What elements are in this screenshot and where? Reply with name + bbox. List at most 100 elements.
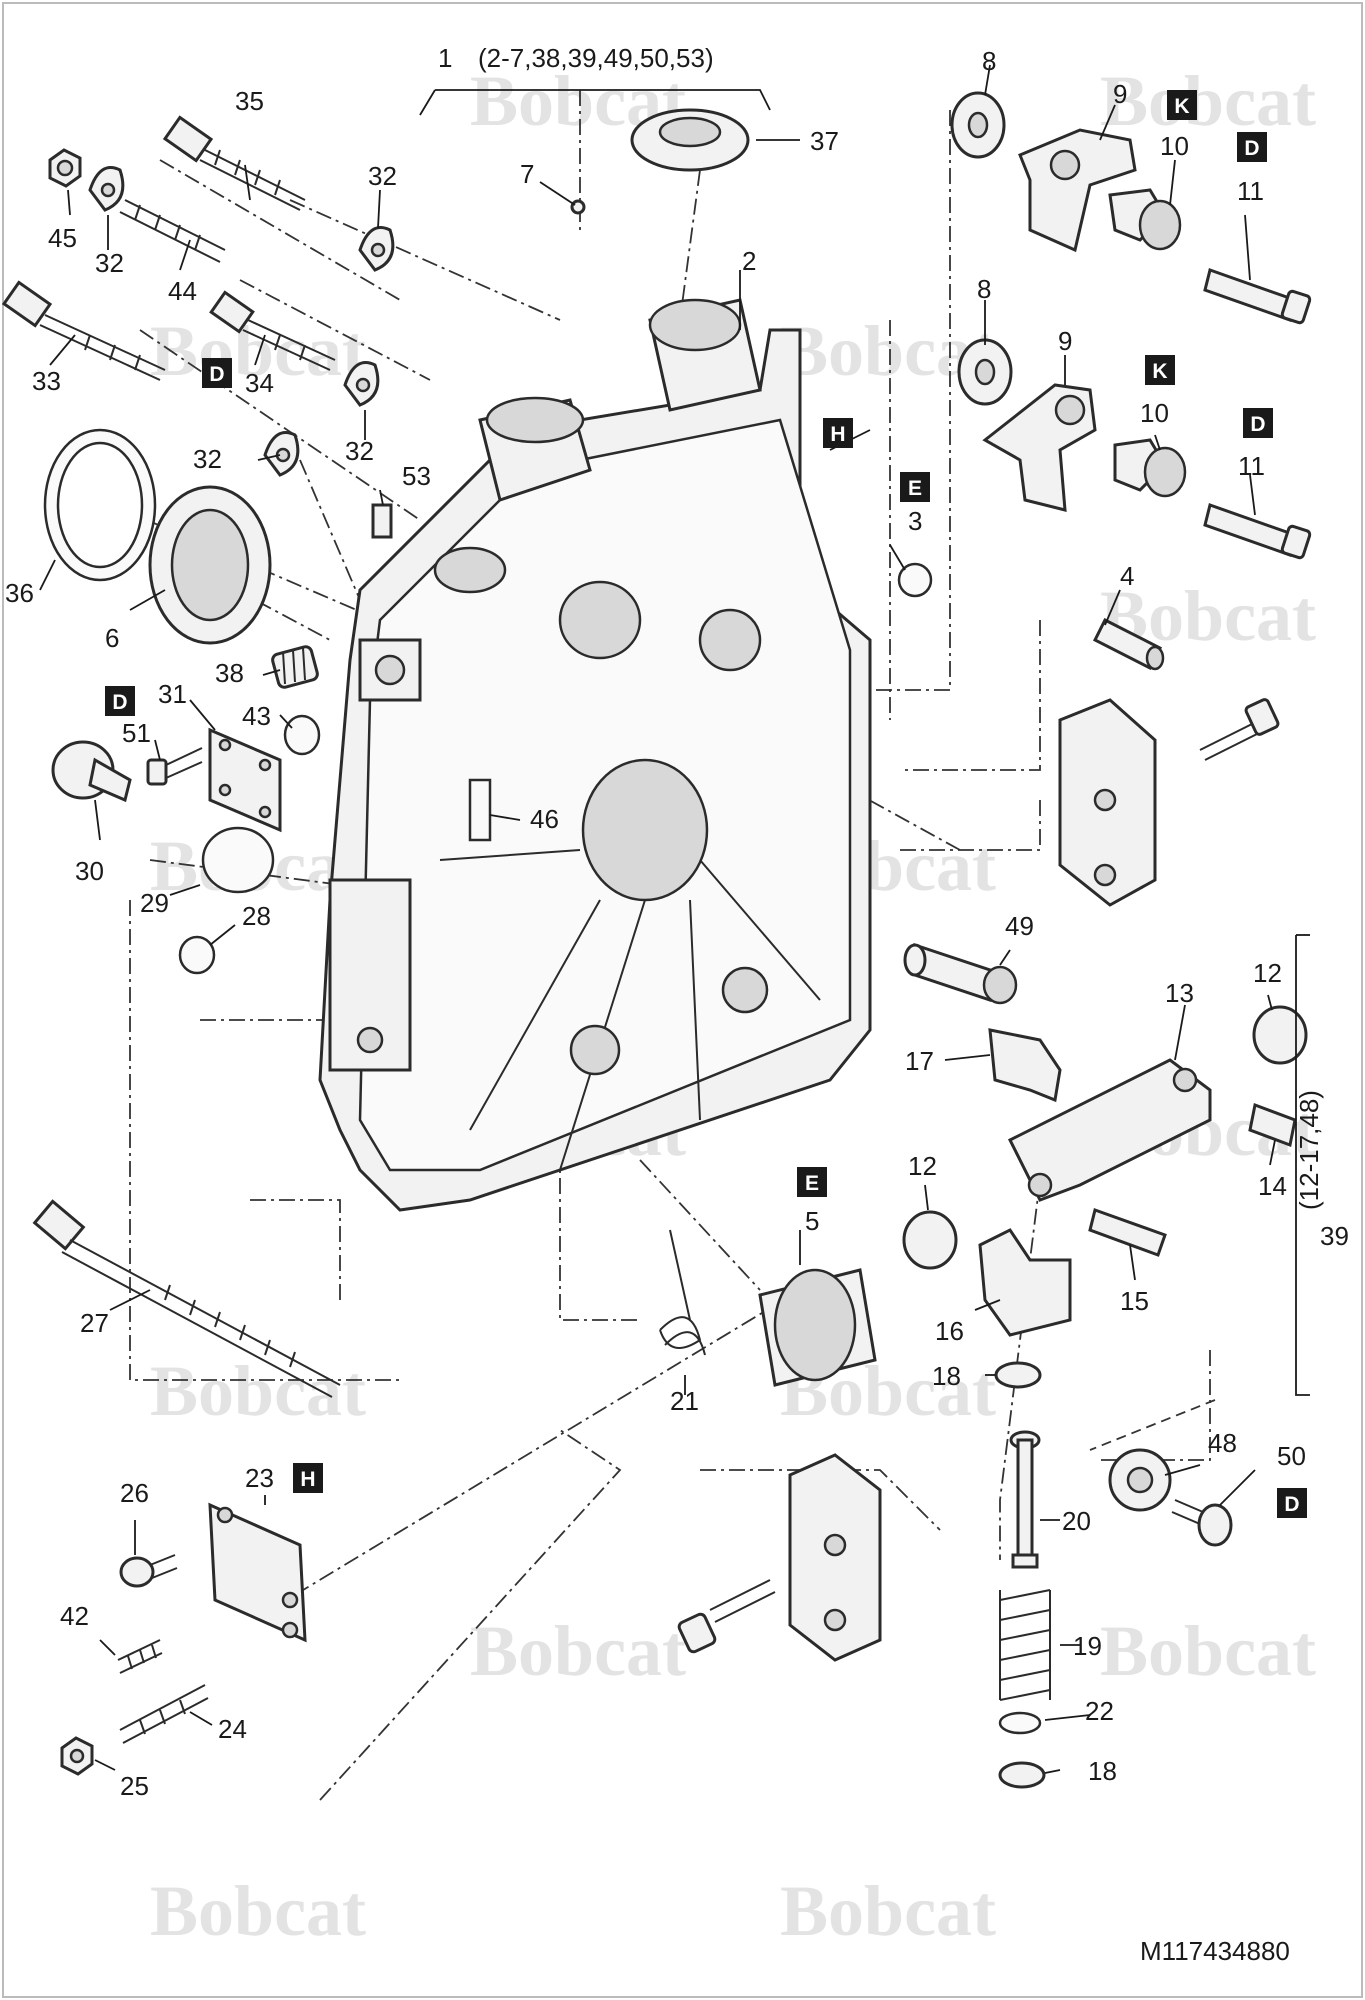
callout-48: 48 (1208, 1428, 1237, 1458)
callout-38: 38 (215, 658, 244, 688)
callout-30: 30 (75, 856, 104, 886)
ball-7 (570, 199, 586, 215)
callout-36: 36 (5, 578, 34, 608)
lever-set-upper (950, 91, 1312, 325)
callout-50: 50 (1277, 1441, 1306, 1471)
stud-44 (119, 199, 226, 263)
badges: D K K D H E D D E H D (105, 90, 1307, 1518)
nut-25 (60, 1736, 94, 1776)
badge-k: K (1167, 90, 1197, 120)
callout-8a: 8 (982, 46, 996, 76)
clip-17 (988, 1028, 1062, 1103)
svg-text:E: E (908, 477, 922, 500)
callout-53: 53 (402, 461, 431, 491)
pin-15 (1088, 1208, 1167, 1257)
stud-42 (117, 1639, 163, 1674)
callout-9a: 9 (1113, 79, 1127, 109)
callout-49: 49 (1005, 911, 1034, 941)
callout-42: 42 (60, 1601, 89, 1631)
svg-text:H: H (830, 423, 845, 446)
pin-14 (1248, 1102, 1297, 1148)
oring-28 (178, 935, 216, 975)
callout-10b: 10 (1140, 398, 1169, 428)
watermark-bobcat: Bobcat (780, 1871, 996, 1951)
seal-6 (148, 485, 272, 645)
callout-31: 31 (158, 679, 187, 709)
callout-25: 25 (120, 1771, 149, 1801)
callout-51: 51 (122, 718, 151, 748)
bolt-35 (162, 115, 306, 211)
seal-37 (630, 108, 750, 172)
washer-32d (263, 431, 300, 477)
screw-26 (119, 1554, 178, 1588)
lever-set-lower (957, 338, 1312, 560)
leader-lines (39, 64, 1310, 1774)
callout-21: 21 (670, 1386, 699, 1416)
bolt-34 (209, 290, 336, 371)
drawing-number: M117434880 (1140, 1936, 1290, 1966)
bushing-12b (902, 1210, 958, 1270)
stud-24 (119, 1684, 209, 1744)
block-upper (1058, 698, 1280, 907)
cover-31 (208, 727, 282, 833)
callout-9b: 9 (1058, 326, 1072, 356)
callout-32b: 32 (368, 161, 397, 191)
sleeve-5 (758, 1268, 877, 1387)
pin-4 (1092, 617, 1165, 671)
callout-33: 33 (32, 366, 61, 396)
nut-45 (48, 148, 82, 188)
subassembly-note: (12-17,48) (1294, 1090, 1324, 1210)
svg-text:H: H (300, 1468, 315, 1491)
assembly-lines (99, 90, 1216, 1801)
badge-d: D (202, 358, 232, 388)
badge-e: E (900, 472, 930, 502)
lever-13 (1007, 1058, 1212, 1202)
svg-text:D: D (1244, 137, 1259, 160)
callout-23: 23 (245, 1463, 274, 1493)
watermark-bobcat: Bobcat (470, 1611, 686, 1691)
badge-h: H (823, 418, 853, 448)
callout-18a: 18 (932, 1361, 961, 1391)
callout-15: 15 (1120, 1286, 1149, 1316)
svg-text:D: D (1250, 413, 1265, 436)
badge-d: D (105, 686, 135, 716)
callout-24: 24 (218, 1714, 247, 1744)
bolt-33 (1, 280, 166, 381)
callout-11a: 11 (1237, 176, 1264, 206)
callout-12b: 12 (908, 1151, 937, 1181)
callout-5: 5 (805, 1206, 819, 1236)
bushing-48 (1108, 1448, 1172, 1512)
callout-labels: 1 (2-7,38,39,49,50,53) 2 3 4 5 6 7 8 8 9… (5, 43, 1349, 1966)
callout-1: 1 (438, 43, 452, 73)
oring-29 (201, 826, 275, 894)
svg-text:K: K (1152, 360, 1167, 383)
callout-19: 19 (1073, 1631, 1102, 1661)
callout-39: 39 (1320, 1221, 1349, 1251)
cover-23 (208, 1502, 307, 1643)
badge-h: H (293, 1463, 323, 1493)
svg-text:D: D (209, 363, 224, 386)
svg-text:D: D (112, 691, 127, 714)
callout-20: 20 (1062, 1506, 1091, 1536)
screw-50 (1171, 1499, 1233, 1547)
ball-3 (897, 562, 933, 598)
screw-51 (146, 747, 203, 786)
spring-21 (659, 1229, 706, 1356)
port-upper (648, 298, 742, 352)
port-top (485, 396, 585, 444)
badge-d: D (1277, 1488, 1307, 1518)
callout-6: 6 (105, 623, 119, 653)
callout-34: 34 (245, 368, 274, 398)
callout-8b: 8 (977, 274, 991, 304)
plug-53 (371, 503, 393, 539)
callout-32d: 32 (193, 444, 222, 474)
callout-16: 16 (935, 1316, 964, 1346)
watermark-bobcat: Bobcat (1100, 1611, 1316, 1691)
spring-19 (999, 1589, 1051, 1701)
bore-left (558, 580, 642, 660)
washer-32a (88, 166, 125, 212)
callout-2: 2 (742, 246, 756, 276)
bore-center (581, 758, 709, 902)
